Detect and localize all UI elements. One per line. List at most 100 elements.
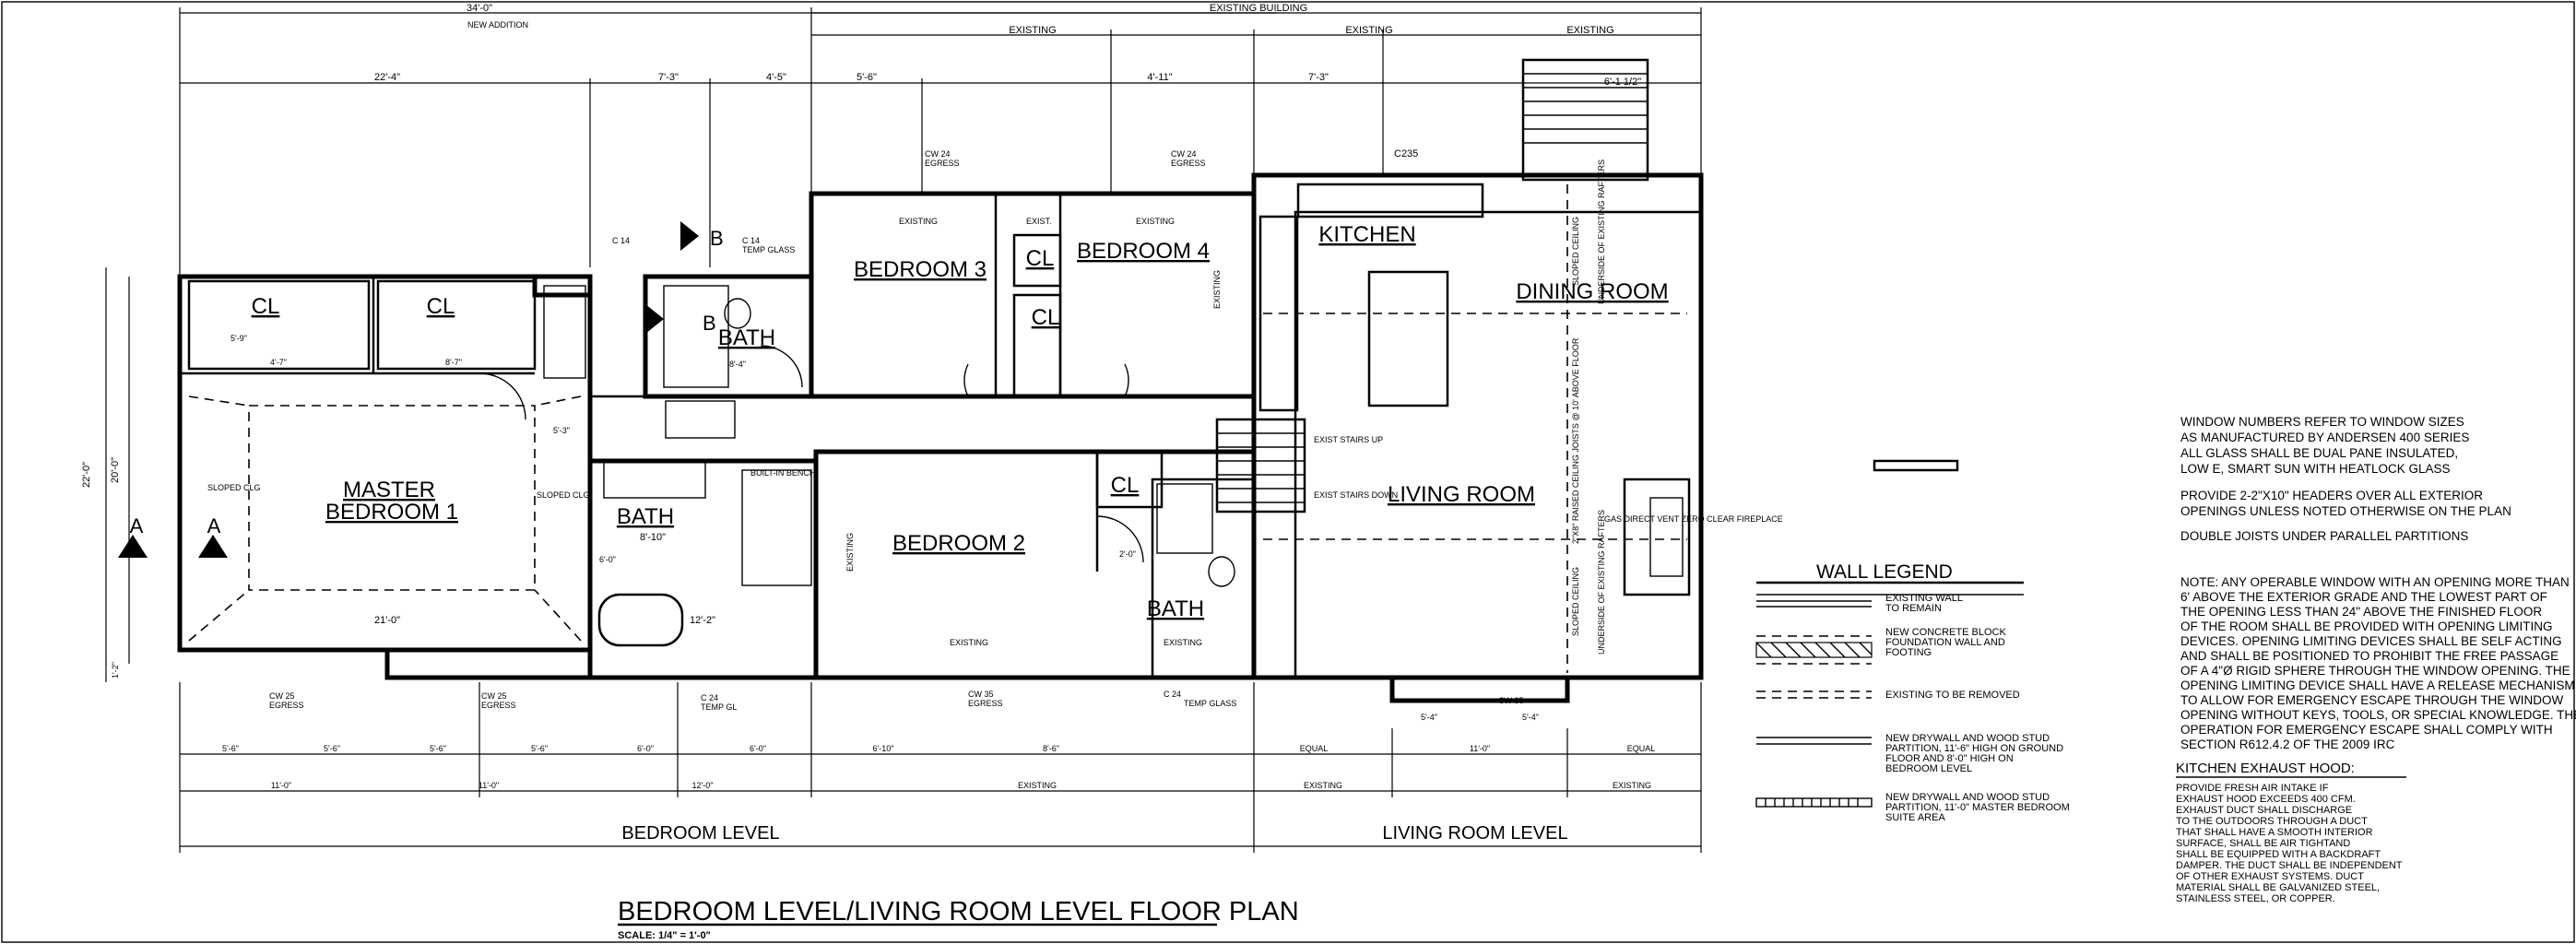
legend-1a: EXISTING WALL <box>1885 593 1963 604</box>
tag-c14-b: C 14 <box>742 236 760 245</box>
tag-egress-d: EGRESS <box>481 701 516 710</box>
hood-note-10: MATERIAL SHALL BE GALVANIZED STEEL, <box>2176 882 2380 893</box>
legend-5c: SUITE AREA <box>1885 812 1945 823</box>
dim-r1-3: 5'-6" <box>430 744 446 753</box>
dim-r2-6: EXISTING <box>1613 781 1651 790</box>
bedroom-level-label: BEDROOM LEVEL <box>621 823 779 844</box>
section-b-bottom-marker <box>645 304 664 334</box>
room-master-line1: MASTER <box>343 478 435 502</box>
dim-r2-3: 12'-0" <box>692 781 714 790</box>
side-dimensions: 22'-0" 20'-0" 1'-2" <box>81 267 130 682</box>
top-dimensions: 34'-0" NEW ADDITION EXISTING BUILDING EX… <box>179 3 1702 295</box>
tag-egress-a: EGRESS <box>925 159 960 168</box>
window-note-4: LOW E, SMART SUN WITH HEATLOCK GLASS <box>2180 462 2451 476</box>
hood-note-5: THAT SHALL HAVE A SMOOTH INTERIOR <box>2176 827 2373 838</box>
dim-master-w: 21'-0" <box>374 615 400 626</box>
dim-cl2: 8'-7" <box>445 358 462 367</box>
header-note-1: PROVIDE 2-2"X10" HEADERS OVER ALL EXTERI… <box>2180 489 2483 502</box>
operable-note-10: OPENING WITHOUT KEYS, TOOLS, OR SPECIAL … <box>2180 708 2576 722</box>
dim-r1-10: 11'-0" <box>1470 744 1490 753</box>
operable-note-3: THE OPENING LESS THAN 24" ABOVE THE FINI… <box>2180 605 2542 619</box>
legend-1b: TO REMAIN <box>1885 603 1942 614</box>
operable-note-7: OF A 4"Ø RIGID SPHERE THROUGH THE WINDOW… <box>2180 664 2570 678</box>
dim-7-3b: 7'-3" <box>1308 72 1329 83</box>
hood-note-4: TO THE OUTDOORS THROUGH A DUCT <box>2176 816 2368 827</box>
operable-note-8: OPENING LIMITING DEVICE SHALL HAVE A REL… <box>2180 678 2575 692</box>
dim-cl1: 4'-7" <box>270 358 287 367</box>
tag-c24-b: C 24 <box>1164 690 1181 699</box>
tag-existing-bed2: EXISTING <box>950 638 988 647</box>
dim-existing-1: EXISTING <box>1009 25 1056 36</box>
window-note-2: AS MANUFACTURED BY ANDERSEN 400 SERIES <box>2180 431 2469 444</box>
window-note-1: WINDOW NUMBERS REFER TO WINDOW SIZES <box>2180 415 2464 429</box>
room-bedroom-3: BEDROOM 3 <box>854 257 987 282</box>
tag-c14-a: C 14 <box>612 236 630 245</box>
dim-existing-2: EXISTING <box>1345 25 1392 36</box>
new-addition-label: NEW ADDITION <box>467 20 528 30</box>
bottom-dimensions: 5'-6" 5'-6" 5'-6" 5'-6" 6'-0" 6'-0" 6'-1… <box>179 682 1702 853</box>
legend-title: WALL LEGEND <box>1816 561 1953 583</box>
dim-5-3: 5'-3" <box>553 426 570 435</box>
legend-4a: NEW DRYWALL AND WOOD STUD <box>1885 733 2050 744</box>
dim-bath-w: 8'-4" <box>729 360 746 369</box>
plan-title: BEDROOM LEVEL/LIVING ROOM LEVEL FLOOR PL… <box>618 897 1299 926</box>
tag-temp-gl: TEMP GL <box>701 702 737 712</box>
tag-underside-a: UNDERSIDE OF EXISTING RAFTERS <box>1597 159 1606 304</box>
tag-cw35-a: CW 35 <box>968 690 994 699</box>
hood-note-3: EXHAUST DUCT SHALL DISCHARGE <box>2176 805 2352 816</box>
plan-tags: CW 24 EGRESS CW 24 EGRESS C235 C 14 C 14… <box>207 148 1783 712</box>
dim-r1-11: EQUAL <box>1627 744 1656 753</box>
hood-note-11: STAINLESS STEEL, OR COPPER. <box>2176 893 2335 904</box>
dim-22-4: 22'-4" <box>374 72 400 83</box>
operable-note-11: OPERATION FOR EMERGENCY ESCAPE SHALL COM… <box>2180 723 2553 737</box>
dim-r2-4: EXISTING <box>1018 781 1057 790</box>
dim-6-0: 6'-0" <box>599 555 616 564</box>
room-bath-bed2: BATH <box>1147 596 1204 621</box>
tag-existing-bed4: EXISTING <box>1136 217 1175 226</box>
legend-4d: BEDROOM LEVEL <box>1885 763 1972 774</box>
section-a-left-marker <box>118 535 148 558</box>
rear-deck-stair <box>1521 58 1649 182</box>
dim-1-2: 1'-2" <box>111 662 120 678</box>
room-bedroom-4: BEDROOM 4 <box>1077 239 1210 264</box>
tag-cw25-a: CW 25 <box>269 691 295 701</box>
room-living: LIVING ROOM <box>1388 482 1535 507</box>
tag-existing-bath: EXISTING <box>1164 638 1202 647</box>
tag-stairs-up: EXIST STAIRS UP <box>1314 435 1383 444</box>
tag-sloped-clg-a: SLOPED CLG <box>207 483 261 492</box>
dim-2-0: 2'-0" <box>1119 549 1136 559</box>
hood-note-9: OF OTHER EXHAUST SYSTEMS. DUCT <box>2176 871 2364 882</box>
room-labels: CL CL MASTER BEDROOM 1 BATH BATH BATH BE… <box>252 222 1669 621</box>
operable-note-9: TO ALLOW FOR EMERGENCY ESCAPE THROUGH TH… <box>2180 693 2564 707</box>
tag-exist: EXIST. <box>1026 217 1052 226</box>
kitchen-hood-note: KITCHEN EXHAUST HOOD: PROVIDE FRESH AIR … <box>2176 761 2406 904</box>
room-bedroom-2: BEDROOM 2 <box>892 531 1025 556</box>
dim-r2-1: 11'-0" <box>271 781 291 790</box>
section-a-label-right: A <box>207 514 221 537</box>
dim-22-0: 22'-0" <box>81 462 92 488</box>
legend-3a: EXISTING TO BE REMOVED <box>1885 690 2020 701</box>
dim-5-4b: 5'-4" <box>1522 713 1539 722</box>
tag-existing-bed2-wall: EXISTING <box>845 533 855 572</box>
operable-note-6: AND SHALL BE POSITIONED TO PROHIBIT THE … <box>2180 649 2558 663</box>
room-closet-5: CL <box>1111 473 1140 498</box>
legend-5b: PARTITION, 11'-0" MASTER BEDROOM <box>1885 802 2070 813</box>
tag-cw24-a: CW 24 <box>925 149 951 159</box>
living-level-label: LIVING ROOM LEVEL <box>1382 823 1567 844</box>
window-symbol <box>1873 459 1959 472</box>
legend-4b: PARTITION, 11'-6" HIGH ON GROUND <box>1885 743 2063 754</box>
tag-c24: C 24 <box>701 693 718 702</box>
dim-r2-2: 11'-0" <box>479 781 499 790</box>
room-closet-1: CL <box>252 294 280 319</box>
header-note-2: OPENINGS UNLESS NOTED OTHERWISE ON THE P… <box>2180 504 2511 518</box>
room-master-line2: BEDROOM 1 <box>325 500 458 525</box>
dim-cl-h: 5'-9" <box>230 334 247 343</box>
walls <box>177 172 1704 703</box>
window-notes: WINDOW NUMBERS REFER TO WINDOW SIZES AS … <box>2180 415 2511 543</box>
operable-window-note: NOTE: ANY OPERABLE WINDOW WITH AN OPENIN… <box>2180 575 2576 751</box>
tag-c235: C235 <box>1394 148 1418 159</box>
tag-egress-c: EGRESS <box>269 701 304 710</box>
tag-underside-b: UNDERSIDE OF EXISTING RAFTERS <box>1597 510 1606 655</box>
dim-r1-9: EQUAL <box>1300 744 1329 753</box>
hood-note-2: EXHAUST HOOD EXCEEDS 400 CFM. <box>2176 794 2356 805</box>
